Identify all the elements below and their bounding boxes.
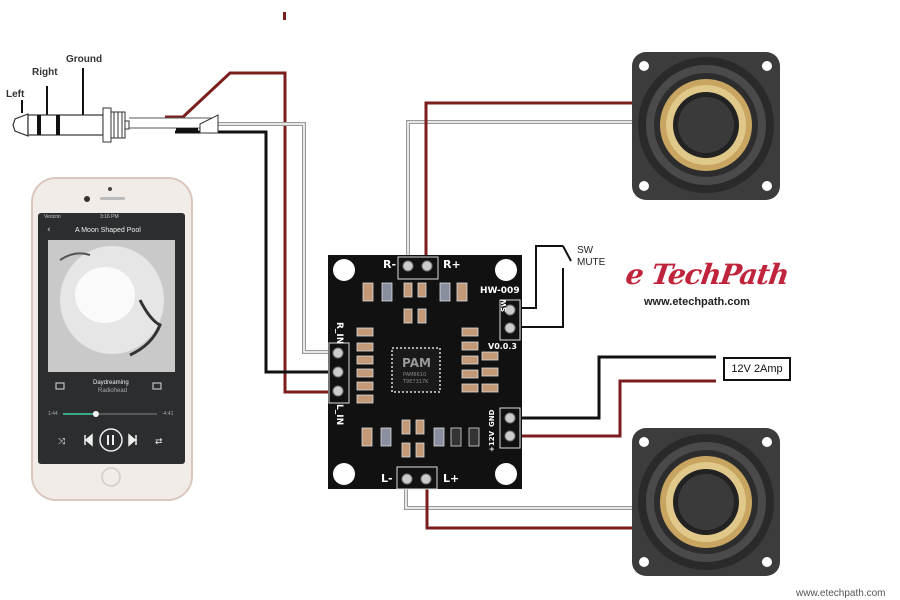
pin-label-r-plus: R+ [443, 258, 461, 271]
wire-power-vcc [520, 379, 716, 438]
wire-l-plus [425, 488, 640, 530]
chip-model: PAM8610 [403, 372, 427, 378]
pin-label-l-in: L_IN [334, 404, 344, 426]
pin-label-l-plus: L+ [443, 472, 460, 485]
svg-text:⤨: ⤨ [58, 437, 66, 447]
power-supply-box: 12V 2Amp [723, 357, 791, 381]
svg-text:⇄: ⇄ [155, 437, 163, 447]
switch-label-sw: SW [577, 245, 594, 256]
jack-label-left: Left [6, 89, 25, 100]
pin-label-r-minus: R- [383, 258, 397, 271]
phone-song: Daydreaming [93, 380, 129, 386]
chip-code: T9E7317K [403, 379, 429, 385]
chip-brand: PAM [402, 356, 431, 370]
svg-text:‹: ‹ [47, 225, 51, 235]
switch-label-mute: MUTE [577, 257, 606, 268]
wire-jack-gray [215, 122, 334, 354]
jack-label-right: Right [32, 67, 58, 78]
wire-jack-black [175, 130, 334, 374]
pin-label-vcc: +12V [488, 430, 496, 452]
wire-power-gnd [520, 355, 716, 420]
wires [165, 71, 716, 530]
amplifier-board [328, 255, 522, 490]
pin-label-r-in: R_IN [334, 322, 344, 345]
phone-screen-title: A Moon Shaped Pool [75, 227, 141, 234]
phone-artist: Radiohead [98, 388, 128, 394]
phone-carrier: Verizon [44, 214, 61, 220]
wire-r-minus [406, 120, 640, 260]
footer-url[interactable]: www.etechpath.com [796, 588, 886, 599]
stray-mark [283, 12, 286, 20]
board-version: V0.0.3 [488, 342, 517, 351]
pin-label-sw: SW [500, 299, 508, 312]
smartphone: ⤨ ⇄ ‹ [31, 177, 193, 501]
audio-jack [12, 68, 219, 143]
board-model: HW-009 [480, 286, 520, 296]
pin-label-l-minus: L- [381, 472, 393, 485]
speaker-right [632, 52, 780, 200]
wire-r-plus [424, 101, 640, 260]
phone-remaining: -4:41 [162, 411, 174, 417]
phone-time: 3:16 PM [100, 214, 119, 220]
pin-label-gnd: GND [488, 409, 496, 427]
phone-elapsed: 1:44 [48, 411, 58, 417]
speaker-left [632, 428, 780, 576]
brand-url[interactable]: www.etechpath.com [644, 296, 750, 308]
wire-l-minus [404, 488, 640, 510]
switch-label: SW MUTE [577, 245, 605, 269]
wire-sw-1 [520, 245, 563, 309]
brand-logo: e TechPath [623, 258, 791, 291]
jack-label-ground: Ground [66, 54, 103, 65]
progress-knob [92, 411, 99, 417]
wire-sw-2 [520, 268, 564, 328]
wire-jack-red [165, 71, 334, 394]
